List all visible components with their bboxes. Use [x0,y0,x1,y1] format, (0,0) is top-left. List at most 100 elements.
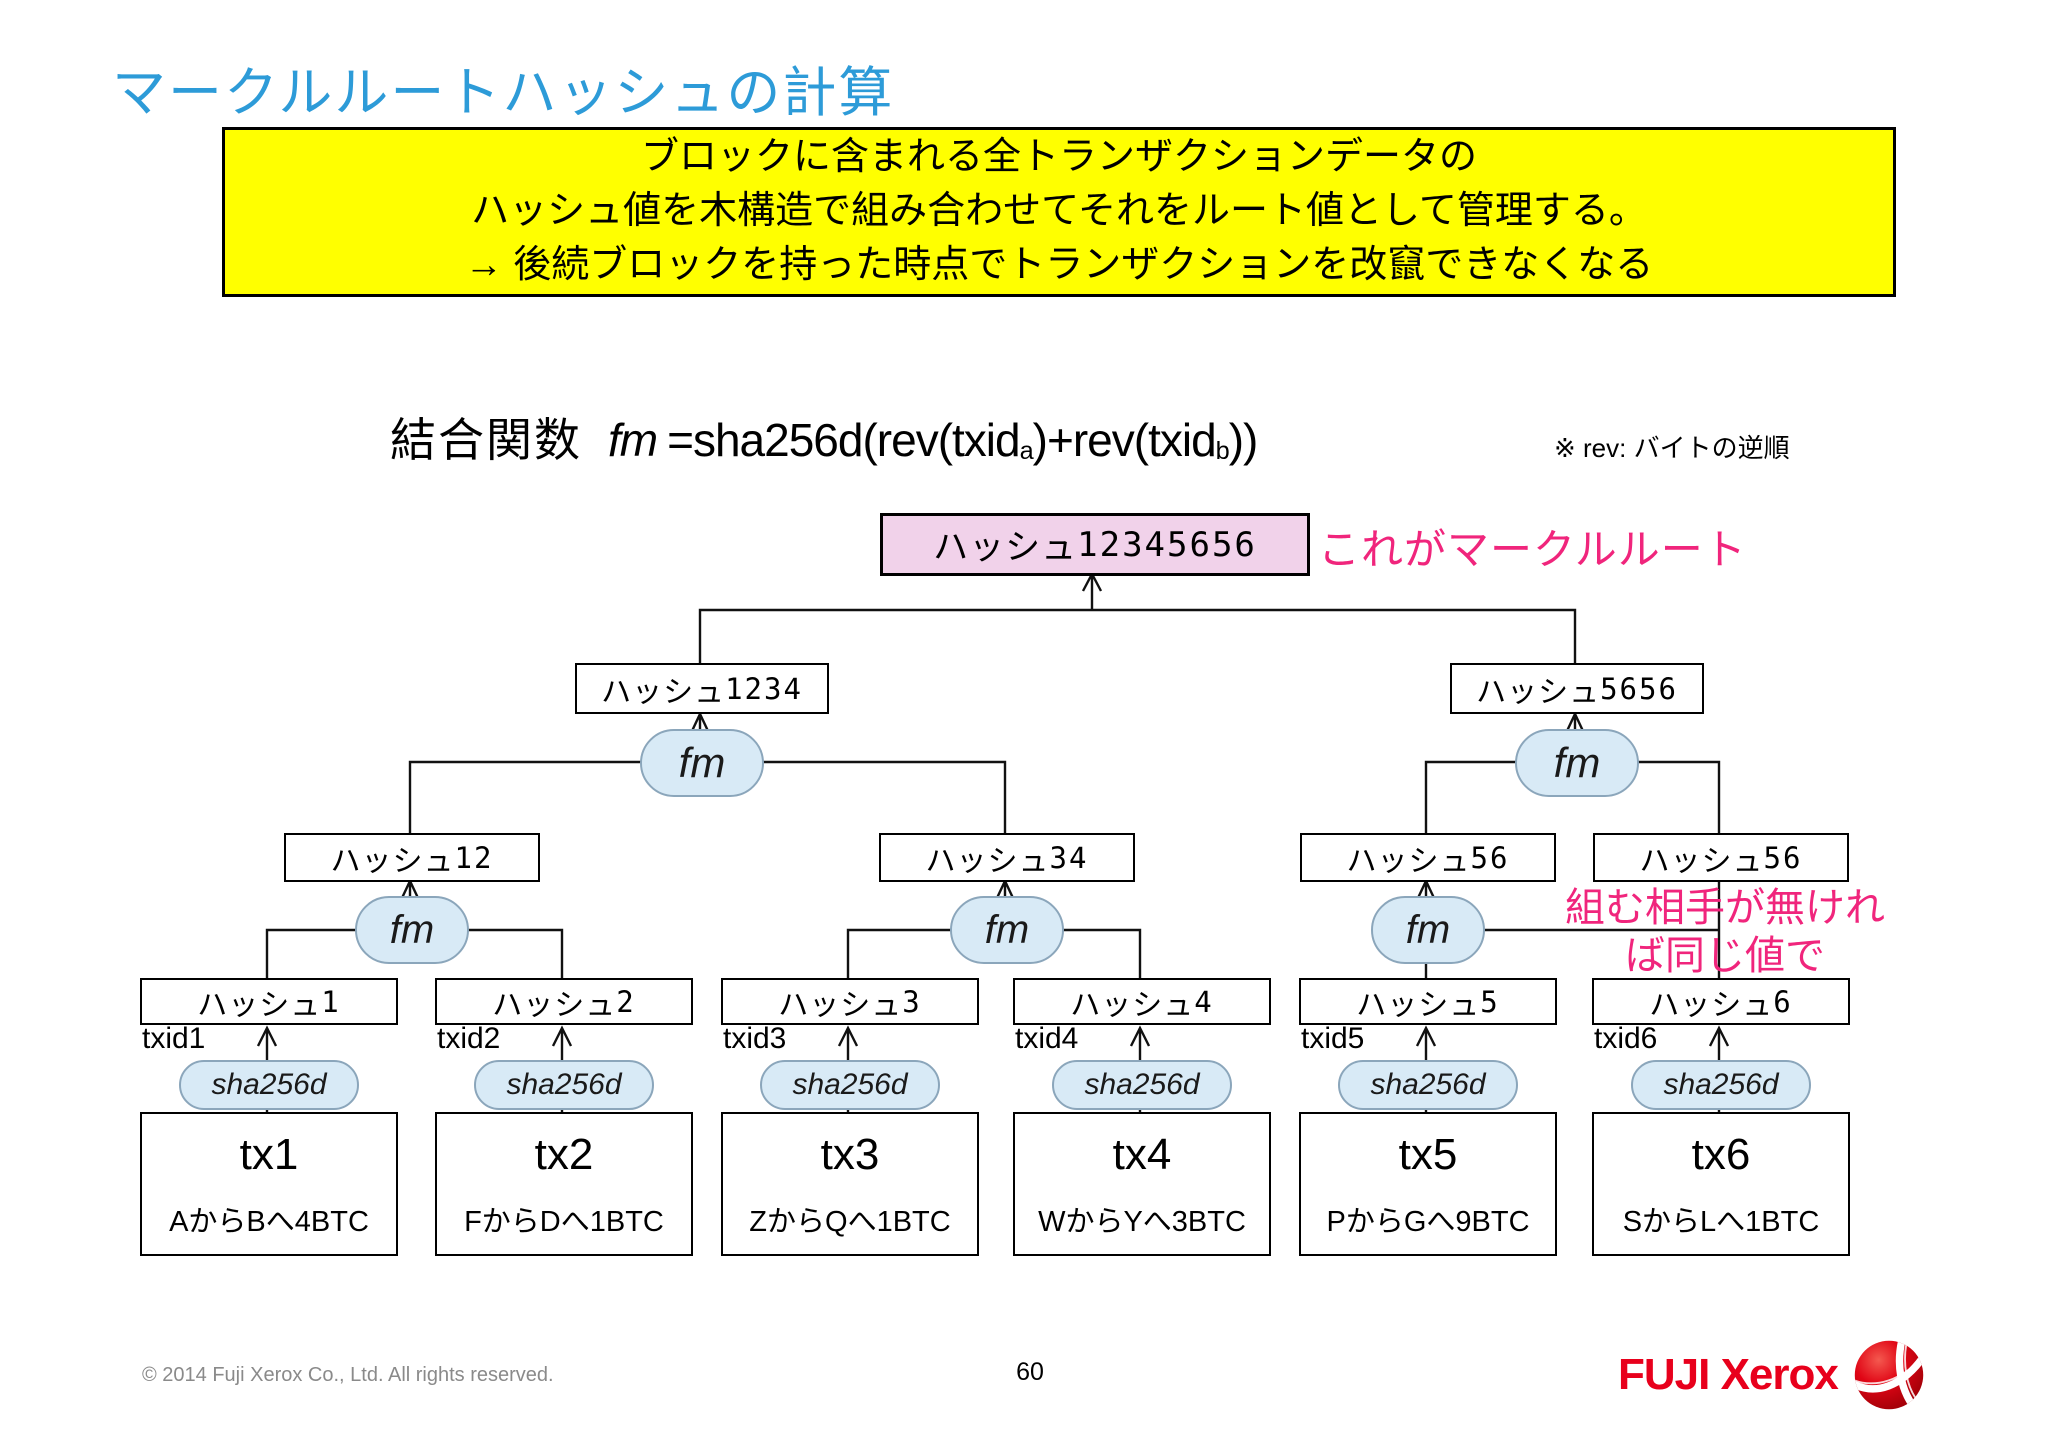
formula-sub-b: b [1215,437,1230,466]
tx6-box: tx6 SからLへ1BTC [1592,1112,1850,1256]
hash-value: 1 [321,984,341,1019]
rev-footnote: ※ rev: バイトの逆順 [1554,433,1790,463]
hash-value: 6 [1773,984,1793,1019]
tx-detail: SからLへ1BTC [1622,1206,1820,1238]
fuji-xerox-logo-sphere [1854,1340,1924,1410]
tx2-box: tx2 FからDへ1BTC [435,1112,693,1256]
merkle-root-annotation: これがマークルルート [1318,526,1747,573]
no-partner-annotation: 組む相手が無けれ ば同じ値で [1535,884,1915,980]
txid-label: txid3 [723,1022,787,1055]
sha256d-label: sha256d [506,1068,622,1101]
sha256d-label: sha256d [211,1068,327,1101]
txid-label: txid2 [437,1022,501,1055]
sha256d-node: sha256d [179,1060,359,1110]
formula-body: )) [1228,414,1259,466]
formula-fn: fm [608,414,658,466]
sha256d-node: sha256d [760,1060,940,1110]
hash-label: ハッシュ [1476,675,1601,709]
sha256d-node: sha256d [1338,1060,1518,1110]
hash-label: ハッシュ [601,675,726,709]
sha256d-label: sha256d [1370,1068,1486,1101]
callout-line: ハッシュ値を木構造で組み合わせてそれをルート値として管理する。 [471,190,1647,233]
hash-label: ハッシュ [925,844,1050,878]
fm-label: fm [389,907,435,952]
fm-node: fm [1515,729,1639,797]
hash-label: ハッシュ [330,844,455,878]
tx3-box: tx3 ZからQへ1BTC [721,1112,979,1256]
fuji-xerox-logo-text: FUJI Xerox [1618,1350,1839,1399]
tx-name: tx2 [534,1130,594,1179]
tx-name: tx5 [1398,1130,1458,1179]
fm-node: fm [355,896,469,964]
hash-value: 56 [1763,840,1803,875]
callout-line: → 後続ブロックを持った時点でトランザクションを改竄できなくなる [464,243,1654,286]
hash-label: ハッシュ [1639,844,1764,878]
hash-label: ハッシュ [1346,844,1471,878]
txid-label: txid5 [1301,1022,1365,1055]
formula-body: =sha256d(rev(txid [667,414,1020,466]
hash-label: ハッシュ [933,528,1078,567]
hash-value: 56 [1470,840,1510,875]
txid-label: txid6 [1594,1022,1658,1055]
tx4-box: tx4 WからYへ3BTC [1013,1112,1271,1256]
fm-label: fm [1553,739,1601,786]
formula-body: )+rev(txid [1032,414,1217,466]
sha256d-label: sha256d [1663,1068,1779,1101]
fm-node: fm [950,896,1064,964]
page-number: 60 [1016,1358,1044,1386]
tx-name: tx6 [1691,1130,1751,1179]
sha256d-node: sha256d [474,1060,654,1110]
fm-node: fm [1371,896,1485,964]
hash-value: 12 [454,840,494,875]
formula-sub-a: a [1019,437,1034,466]
tx-name: tx1 [239,1130,299,1179]
tx-detail: WからYへ3BTC [1038,1206,1246,1238]
sha256d-node: sha256d [1631,1060,1811,1110]
fm-label: fm [678,739,726,786]
fm-node: fm [640,729,764,797]
tx-detail: FからDへ1BTC [464,1206,664,1238]
hash-value: 1234 [725,671,803,706]
tx-detail: PからGへ9BTC [1326,1206,1530,1238]
tx1-box: tx1 AからBへ4BTC [140,1112,398,1256]
hash-value: 5 [1480,984,1500,1019]
hash-value: 2 [616,984,636,1019]
sha256d-node: sha256d [1052,1060,1232,1110]
hash-label: ハッシュ [1070,988,1195,1022]
tx-detail: AからBへ4BTC [169,1206,369,1238]
tx5-box: tx5 PからGへ9BTC [1299,1112,1557,1256]
hash-label: ハッシュ [1356,988,1481,1022]
txid-label: txid1 [142,1022,206,1055]
combine-function-formula: 結合関数 fm=sha256d(rev(txida)+rev(txidb)) [390,404,1259,470]
hash-value: 4 [1194,984,1214,1019]
hash-value: 12345656 [1077,524,1257,565]
callout-line: ブロックに含まれる全トランザクションデータの [640,136,1477,179]
tx-name: tx3 [820,1130,880,1179]
hash-value: 5656 [1600,671,1678,706]
copyright-text: © 2014 Fuji Xerox Co., Ltd. All rights r… [142,1364,554,1386]
hash-label: ハッシュ [197,988,322,1022]
annotation-line: 組む相手が無けれ [1565,886,1885,930]
annotation-line: ば同じ値で [1625,934,1825,978]
page-title: マークルルートハッシュの計算 [112,63,895,123]
formula-label: 結合関数 [390,414,582,466]
hash-label: ハッシュ [492,988,617,1022]
summary-callout: ブロックに含まれる全トランザクションデータの ハッシュ値を木構造で組み合わせてそ… [222,127,1896,297]
hash-value: 3 [902,984,922,1019]
tx-name: tx4 [1112,1130,1172,1179]
fm-label: fm [1405,907,1451,952]
